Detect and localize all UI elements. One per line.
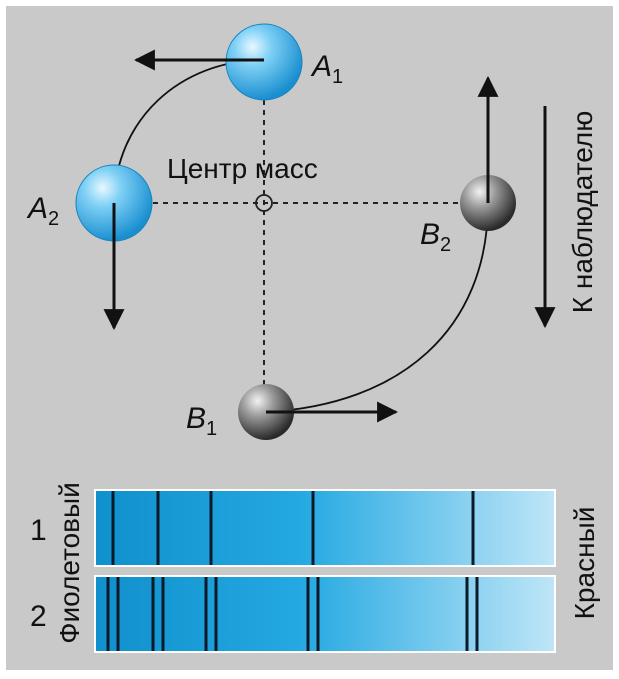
label-a1: A1 (310, 50, 343, 88)
spectrum-1-number: 1 (30, 514, 47, 547)
red-label: Красный (569, 507, 600, 620)
label-b2: B2 (420, 218, 451, 256)
label-a2: A2 (26, 192, 59, 230)
spectrum-2-number: 2 (30, 600, 47, 633)
spectrum-1-band (94, 489, 556, 567)
spectrum-2 (94, 575, 556, 653)
center-of-mass-marker (255, 194, 273, 212)
center-of-mass-label: Центр масс (167, 153, 318, 184)
label-b1: B1 (186, 402, 217, 440)
spectrum-1-lines (111, 491, 475, 565)
spectrum-1 (94, 489, 556, 567)
star-a1 (225, 23, 303, 101)
observer-label: К наблюдателю (567, 111, 598, 313)
panel (6, 6, 613, 670)
violet-label: Фиолетовый (54, 482, 85, 644)
spectrum-2-lines (106, 577, 479, 651)
orbit-arc-b (265, 202, 489, 413)
